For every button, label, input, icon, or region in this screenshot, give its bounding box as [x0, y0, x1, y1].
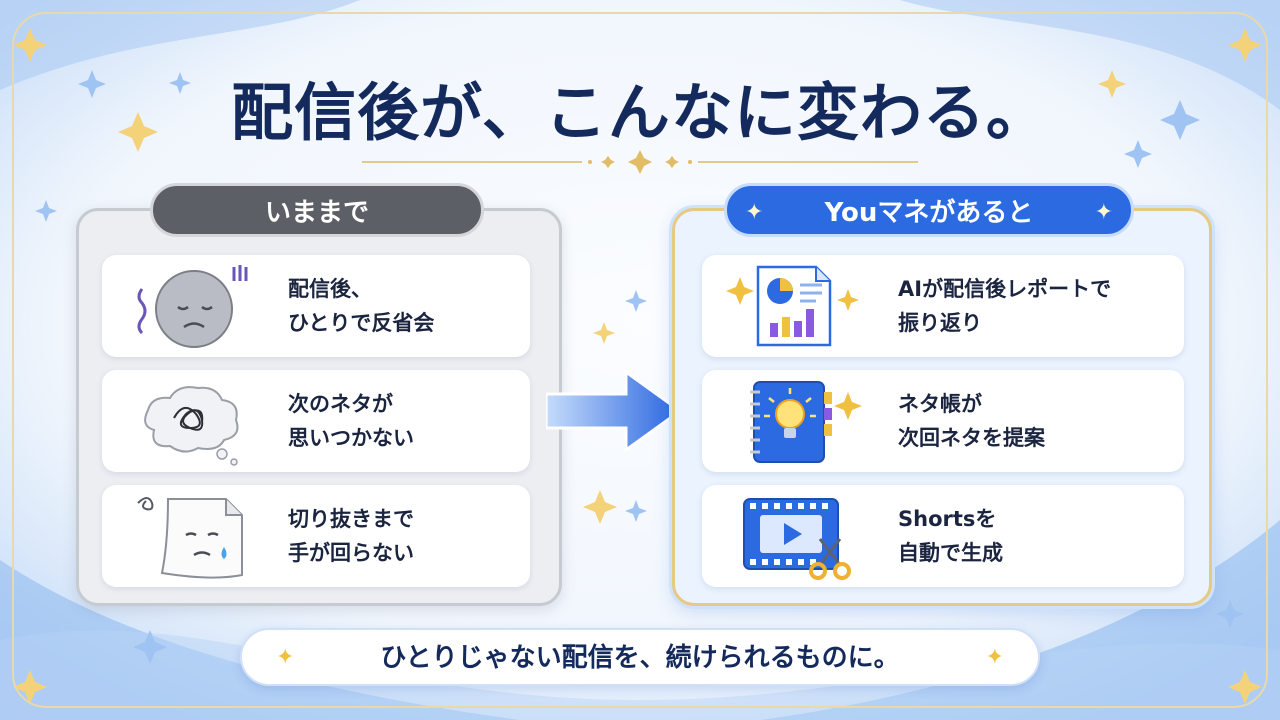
- video-scissors-icon: [743, 498, 851, 580]
- transition-arrow-icon: [546, 369, 683, 453]
- page-title: 配信後が、こんなに変わる。: [231, 76, 1049, 149]
- after-card-1-text: AIが配信後レポートで 振り返り: [898, 277, 1112, 335]
- sparkle-icon: ✦: [985, 645, 1004, 670]
- before-card-3-text: 切り抜きまで 手が回らない: [288, 507, 414, 565]
- title-divider: [362, 150, 918, 174]
- after-card-1: AIが配信後レポートで 振り返り: [702, 255, 1184, 357]
- sparkle-icon: ✦: [276, 645, 295, 670]
- after-card-2: ネタ帳が 次回ネタを提案: [702, 370, 1184, 472]
- before-card-1-text: 配信後、 ひとりで反省会: [288, 277, 435, 335]
- sparkle-icon: ✦: [745, 200, 764, 225]
- after-card-3-text: Shortsを 自動で生成: [898, 507, 1003, 565]
- after-label-text: Youマネがあると: [824, 198, 1034, 228]
- before-card-3: 切り抜きまで 手が回らない: [102, 485, 530, 587]
- sad-face-icon: [137, 265, 248, 348]
- crying-paper-icon: [137, 497, 243, 579]
- report-chart-icon: [726, 265, 859, 347]
- after-card-2-text: ネタ帳が 次回ネタを提案: [898, 392, 1045, 450]
- after-card-3: Shortsを 自動で生成: [702, 485, 1184, 587]
- before-card-2-text: 次のネタが 思いつかない: [288, 392, 414, 450]
- after-panel-label: ✦ Youマネがあると ✦: [724, 183, 1134, 237]
- before-label-text: いままで: [264, 198, 369, 228]
- tangled-thought-cloud-icon: [144, 386, 239, 466]
- sparkle-icon: ✦: [1094, 200, 1113, 225]
- before-panel-label: いままで: [150, 183, 484, 237]
- tagline-banner: ✦ ひとりじゃない配信を、続けられるものに。 ✦: [240, 628, 1040, 686]
- before-card-2: 次のネタが 思いつかない: [102, 370, 530, 472]
- idea-notebook-icon: [750, 381, 862, 463]
- before-card-1: 配信後、 ひとりで反省会: [102, 255, 530, 357]
- tagline-text: ひとりじゃない配信を、続けられるものに。: [380, 643, 900, 673]
